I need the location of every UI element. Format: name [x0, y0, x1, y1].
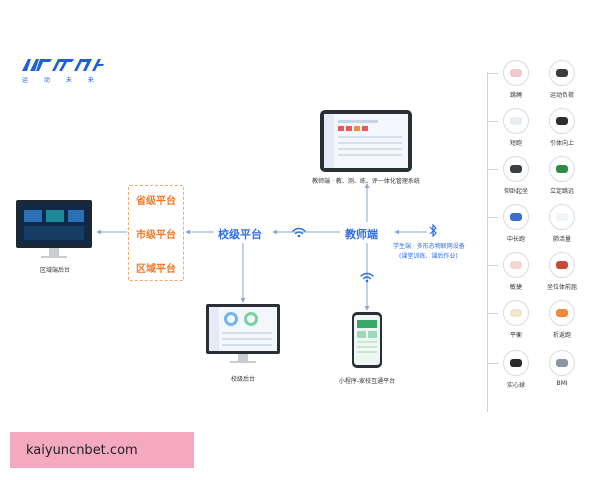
teacher-tablet	[320, 110, 412, 172]
device-label: BMI	[556, 380, 568, 387]
heart-rate-band-icon	[549, 60, 575, 86]
school-monitor-base	[230, 361, 256, 363]
device-label: 引体向上	[549, 140, 574, 147]
device-label: 敏捷	[509, 284, 522, 291]
rail-tick	[488, 265, 498, 266]
jump-rope-icon	[503, 60, 529, 86]
school-backend-monitor	[206, 304, 280, 354]
device-label: 仰卧起坐	[503, 188, 528, 195]
district-backend-monitor	[16, 200, 92, 248]
device-rail	[487, 72, 488, 412]
school-backend-caption: 校级后台	[230, 376, 255, 383]
wristband-icon	[503, 204, 529, 230]
rail-tick	[488, 313, 498, 314]
mini-program-phone	[352, 312, 382, 368]
teacher-end-label: 教师端	[345, 228, 378, 241]
wifi-icon-lower	[360, 272, 374, 283]
student-end-sub-label: (课堂训练、课后作业)	[399, 253, 458, 260]
district-monitor-stand	[49, 248, 59, 256]
device-label: 中长跑	[506, 236, 525, 243]
student-end-label: 学生端 · 多形态物联网设备	[393, 243, 465, 250]
district-backend-caption: 区域端后台	[39, 267, 70, 274]
rail-tick	[488, 169, 498, 170]
watermark-banner	[10, 432, 194, 468]
rail-tick	[488, 363, 498, 364]
device-label: 跳绳	[509, 92, 522, 99]
provincial-platform-label: 省级平台	[136, 196, 176, 207]
brand-logo-mark	[22, 59, 104, 71]
spirometer-icon	[549, 204, 575, 230]
long-jump-mat-icon	[549, 156, 575, 182]
device-label: 短跑	[509, 140, 522, 147]
watermark-text: kaiyuncnbet.com	[26, 443, 138, 458]
medicine-ball-icon	[503, 350, 529, 376]
balance-icon	[503, 300, 529, 326]
city-platform-label: 市级平台	[136, 230, 176, 241]
cone-icon	[549, 300, 575, 326]
district-platform-label: 区域平台	[136, 264, 176, 275]
rail-tick	[488, 217, 498, 218]
rail-tick	[488, 121, 498, 122]
device-label: 坐位体前屈	[546, 284, 577, 291]
platform-group	[128, 185, 184, 281]
school-monitor-stand	[238, 354, 248, 361]
pull-up-sensor-icon	[549, 108, 575, 134]
device-label: 立定跳远	[549, 188, 574, 195]
device-label: 折返跑	[552, 332, 571, 339]
sit-up-bar-icon	[503, 156, 529, 182]
device-label: 运动负荷	[549, 92, 574, 99]
teacher-system-caption: 教师端 · 教、测、练、评一体化管理系统	[312, 178, 420, 185]
device-label: 肺活量	[552, 236, 571, 243]
sprint-sensor-icon	[503, 108, 529, 134]
sit-reach-icon	[549, 252, 575, 278]
device-label: 实心球	[506, 382, 525, 389]
mini-program-caption: 小程序-家校互通平台	[338, 378, 396, 385]
device-label: 平衡	[509, 332, 522, 339]
district-monitor-base	[41, 256, 67, 258]
brand-logo-text: 运 动 未 来	[22, 77, 101, 84]
agility-ball-icon	[503, 252, 529, 278]
wifi-icon	[292, 227, 306, 238]
school-platform-label: 校级平台	[218, 228, 262, 241]
rail-tick	[488, 73, 498, 74]
height-scale-icon	[549, 350, 575, 376]
bluetooth-icon	[429, 224, 437, 237]
